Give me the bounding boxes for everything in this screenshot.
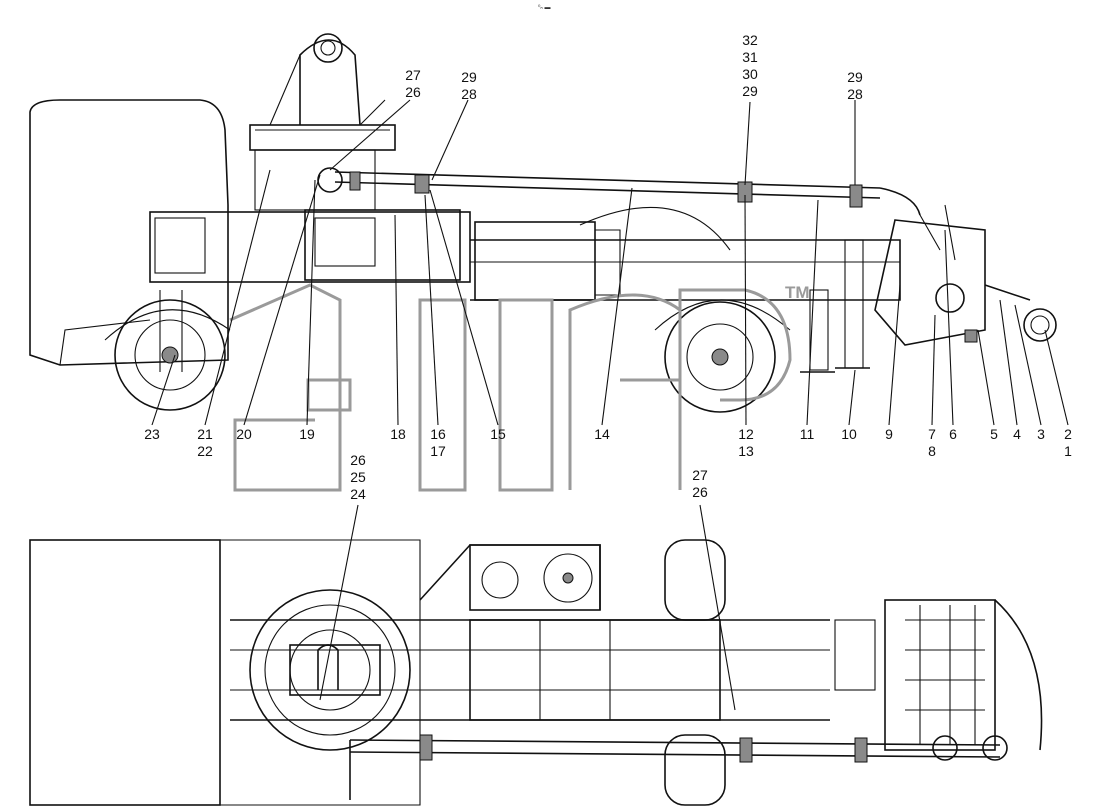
outrigger-leg [809, 289, 829, 371]
plan-view [29, 539, 1043, 806]
callout-c11: 11 [792, 426, 822, 443]
truck-cab [29, 99, 229, 366]
rear-wheels-plan [664, 539, 726, 806]
callout-number: 15 [490, 426, 506, 442]
callout-number: 19 [299, 426, 315, 442]
pump-plan [469, 544, 601, 611]
hopper-plan [834, 599, 1043, 751]
header-mark: ⁰ₙ ▬ [538, 5, 551, 11]
callout-number: 29 [847, 69, 863, 85]
callout-number: 30 [742, 66, 758, 82]
callout-number: 16 [430, 426, 446, 442]
callout-number: 23 [144, 426, 160, 442]
callout-number: 26 [692, 484, 708, 500]
callout-number: 26 [350, 452, 366, 468]
callout-c20: 20 [229, 426, 259, 443]
callout-number: 28 [461, 86, 477, 102]
hydraulic-tank [304, 209, 461, 281]
outrigger-leg [844, 239, 864, 369]
callout-number: 8 [928, 443, 936, 459]
callout-number: 29 [461, 69, 477, 85]
callout-number: 7 [928, 426, 936, 442]
callout-c10: 10 [834, 426, 864, 443]
callout-c18: 18 [383, 426, 413, 443]
leader-lines [151, 99, 1069, 711]
callout-number: 25 [350, 469, 366, 485]
callout-number: 4 [1013, 426, 1021, 442]
callout-c6: 6 [938, 426, 968, 443]
delivery-pipe [317, 167, 921, 216]
callout-number: 11 [799, 426, 815, 442]
callout-number: 28 [847, 86, 863, 102]
callout-number: 18 [390, 426, 406, 442]
chassis-frame [149, 211, 471, 283]
pump-cylinder [474, 221, 596, 301]
callout-number: 24 [350, 486, 366, 502]
callout-number: 6 [949, 426, 957, 442]
callout-number: 20 [236, 426, 252, 442]
watermark-tm: TM [785, 283, 810, 302]
rear-wheel [664, 301, 776, 413]
callout-number: 29 [742, 83, 758, 99]
front-wheel [114, 290, 226, 411]
callout-c9: 9 [874, 426, 904, 443]
callout-c15: 15 [483, 426, 513, 443]
callout-number: 17 [430, 443, 446, 459]
callout-c5: 5 [979, 426, 1009, 443]
callout-number: 22 [197, 443, 213, 459]
boom-turret [249, 33, 396, 211]
callout-number: 27 [405, 67, 421, 83]
side-view [29, 33, 1057, 492]
callout-number: 13 [738, 443, 754, 459]
cab-plan [29, 539, 221, 806]
callout-number: 14 [594, 426, 610, 442]
callout-c23: 23 [137, 426, 167, 443]
callout-number: 31 [742, 49, 758, 65]
callout-number: 10 [841, 426, 857, 442]
callout-number: 1 [1064, 443, 1072, 459]
callout-c14: 14 [587, 426, 617, 443]
watermark-letters [229, 283, 792, 492]
callout-number: 12 [738, 426, 754, 442]
turret-plan [249, 589, 411, 751]
callout-c4: 4 [1002, 426, 1032, 443]
callout-number: 3 [1037, 426, 1045, 442]
callout-number: 2 [1064, 426, 1072, 442]
callout-c19: 19 [292, 426, 322, 443]
callout-number: 21 [197, 426, 213, 442]
callout-number: 9 [885, 426, 893, 442]
callout-number: 27 [692, 467, 708, 483]
rear-hopper [874, 204, 1057, 346]
delivery-pipe-plan [349, 734, 1008, 800]
pump-cylinders-plan [469, 619, 721, 721]
callout-c3: 3 [1026, 426, 1056, 443]
callout-number: 5 [990, 426, 998, 442]
frame-rail-plan [230, 619, 830, 721]
callout-number: 26 [405, 84, 421, 100]
callout-number: 32 [742, 32, 758, 48]
